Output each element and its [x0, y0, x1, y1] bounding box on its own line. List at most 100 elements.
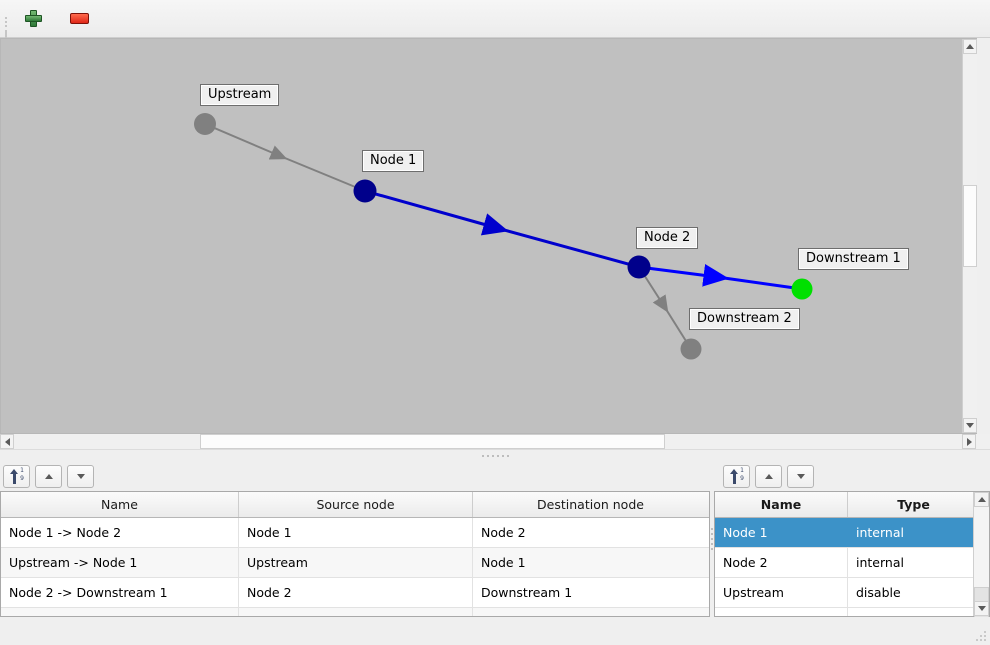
edges-table-body: Node 1 -> Node 2 Node 1 Node 2 Upstream …: [1, 518, 709, 616]
graph-edge-node2-downstream2[interactable]: [638, 266, 692, 350]
edge-destination: Node 1: [481, 555, 526, 570]
table-row[interactable]: Downstream 1 downstream: [715, 608, 973, 616]
node-name: Node 2: [715, 548, 848, 577]
edge-source: Upstream: [239, 548, 473, 577]
nodes-table-body: Node 1 internal Node 2 internal Upstream…: [715, 518, 973, 616]
graph-node-downstream1[interactable]: [791, 278, 813, 300]
triangle-up-icon: [44, 473, 53, 479]
graph-vertical-scroll-thumb[interactable]: [963, 185, 977, 267]
graph-node-upstream[interactable]: [194, 113, 216, 135]
chevron-down-icon: [977, 606, 986, 611]
scroll-up-button[interactable]: [963, 39, 977, 54]
table-row[interactable]: Upstream disable: [715, 578, 973, 608]
graph-scroll-content[interactable]: Upstream Node 1 Node 2 Downstream 1 Down…: [1, 39, 977, 433]
graph-node-downstream2[interactable]: [680, 338, 702, 360]
edges-column-name[interactable]: Name: [1, 492, 239, 517]
toolbar-drag-handle[interactable]: [4, 5, 13, 33]
minus-icon: [69, 13, 89, 24]
edges-table-header: Name Source node Destination node: [1, 492, 709, 518]
edges-column-source[interactable]: Source node: [239, 492, 473, 517]
nodes-table: Name Type Node 1 internal Node 2 interna…: [715, 492, 973, 616]
edge-source: Node 1: [239, 518, 473, 547]
nodes-scroll-down-button[interactable]: [974, 601, 989, 616]
edges-table: Name Source node Destination node Node 1…: [1, 492, 709, 616]
edge-destination: Node 2: [481, 525, 526, 540]
edges-move-up-button[interactable]: [35, 464, 62, 488]
edge-name: Node 2 -> Downstream 2: [1, 608, 239, 616]
chevron-up-icon: [977, 497, 986, 502]
chevron-left-icon: [4, 437, 10, 446]
table-row[interactable]: Node 2 internal: [715, 548, 973, 578]
scroll-left-button[interactable]: [0, 434, 14, 449]
graph-label-upstream[interactable]: Upstream: [200, 84, 280, 106]
scroll-down-button[interactable]: [963, 418, 977, 433]
nodes-move-down-button[interactable]: [787, 464, 814, 488]
graph-label-node1[interactable]: Node 1: [362, 150, 425, 172]
table-row[interactable]: Node 2 -> Downstream 2 Node 2 Downstream…: [1, 608, 709, 616]
edge-source: Node 2: [239, 608, 473, 616]
nodes-column-name[interactable]: Name: [715, 492, 848, 517]
edge-source: Node 2: [239, 578, 473, 607]
nodes-move-up-button[interactable]: [755, 464, 782, 488]
nodes-table-container: Name Type Node 1 internal Node 2 interna…: [714, 491, 990, 619]
node-type: downstream: [848, 608, 973, 616]
graph-edge-upstream-node1[interactable]: [204, 123, 366, 192]
graph-label-downstream2[interactable]: Downstream 2: [689, 308, 800, 330]
edges-table-container: Name Source node Destination node Node 1…: [0, 491, 710, 617]
graph-label-downstream1[interactable]: Downstream 1: [798, 248, 909, 270]
nodes-scroll-up-button[interactable]: [974, 492, 989, 507]
graph-vertical-scrollbar[interactable]: [962, 39, 977, 433]
resize-grip-icon[interactable]: [975, 630, 987, 642]
table-row[interactable]: Node 1 internal: [715, 518, 973, 548]
edge-destination: Downstream 1: [481, 585, 573, 600]
graph-svg: [194, 113, 813, 360]
triangle-down-icon: [76, 473, 85, 479]
node-name: Downstream 1: [715, 608, 848, 616]
splitter-grip-vertical-icon: [711, 528, 713, 550]
node-type: internal: [856, 555, 904, 570]
node-name: Upstream: [715, 578, 848, 607]
triangle-up-icon: [764, 473, 773, 479]
node-name: Node 1: [715, 518, 848, 547]
node-type: internal: [856, 525, 904, 540]
add-node-button[interactable]: [17, 3, 49, 35]
edges-column-destination[interactable]: Destination node: [537, 497, 644, 512]
graph-horizontal-scrollbar[interactable]: [0, 434, 990, 450]
plus-icon: [24, 10, 42, 27]
graph-canvas[interactable]: Upstream Node 1 Node 2 Downstream 1 Down…: [0, 38, 977, 434]
remove-node-button[interactable]: [63, 3, 95, 35]
scrollbar-corner: [976, 434, 990, 449]
nodes-table-scrollbar[interactable]: [973, 492, 989, 619]
edge-destination: Downstream 2: [473, 608, 708, 616]
nodes-column-type[interactable]: Type: [897, 497, 930, 512]
scroll-right-button[interactable]: [962, 434, 976, 449]
table-row[interactable]: Node 2 -> Downstream 1 Node 2 Downstream…: [1, 578, 709, 608]
chevron-right-icon: [966, 437, 972, 446]
graph-edge-node1-node2[interactable]: [364, 189, 640, 269]
graph-label-node2[interactable]: Node 2: [636, 227, 699, 249]
panel-splitter[interactable]: [0, 450, 990, 461]
graph-node-node2[interactable]: [627, 255, 651, 279]
graph-node-node1[interactable]: [353, 179, 377, 203]
splitter-grip-icon: [481, 454, 509, 457]
node-type: disable: [856, 585, 901, 600]
toolbar: [0, 0, 990, 38]
edges-move-down-button[interactable]: [67, 464, 94, 488]
graph-edge-node2-downstream1[interactable]: [638, 263, 803, 291]
chevron-up-icon: [966, 44, 974, 49]
graph-horizontal-scroll-thumb[interactable]: [200, 434, 665, 449]
horizontal-panel-splitter[interactable]: [710, 461, 714, 617]
table-row[interactable]: Node 1 -> Node 2 Node 1 Node 2: [1, 518, 709, 548]
edge-name: Node 2 -> Downstream 1: [1, 578, 239, 607]
nodes-table-header: Name Type: [715, 492, 973, 518]
status-bar: [0, 617, 990, 645]
table-row[interactable]: Upstream -> Node 1 Upstream Node 1: [1, 548, 709, 578]
